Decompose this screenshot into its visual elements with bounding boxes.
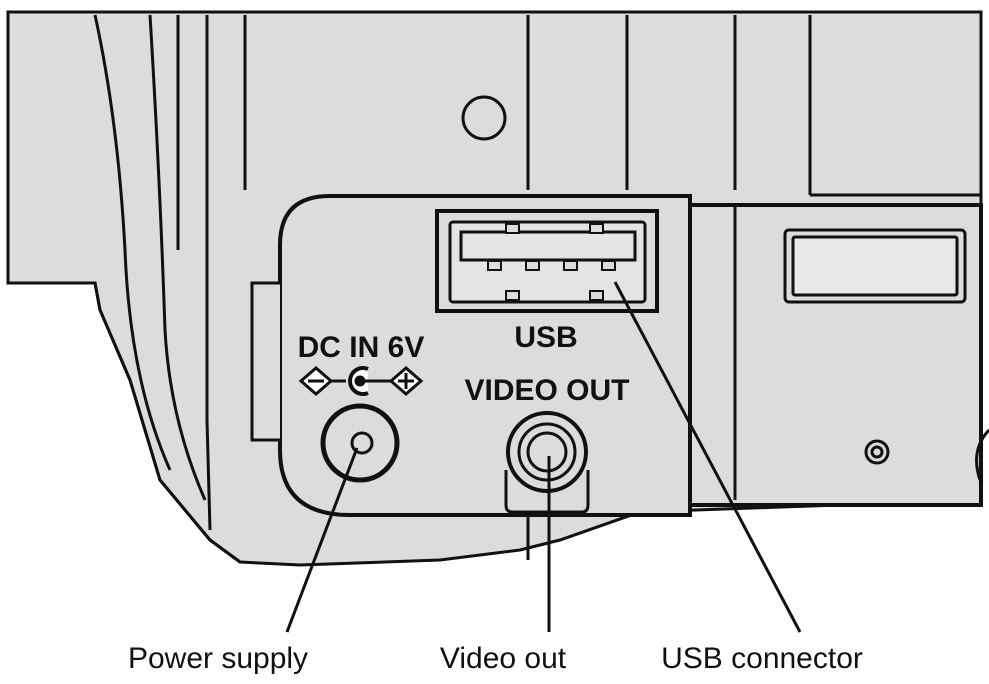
usb-label: USB	[514, 321, 577, 354]
usb-connector-leader	[613, 281, 802, 633]
power-supply-callout: Power supply	[128, 642, 308, 675]
polarity-symbol	[298, 366, 424, 396]
screw-hole	[461, 95, 507, 141]
leader-lines	[285, 281, 802, 633]
power-supply-leader	[285, 447, 359, 633]
usb-port	[435, 209, 659, 313]
usb-connector-callout: USB connector	[661, 642, 863, 675]
side-grip	[8, 14, 247, 564]
video-out-jack	[504, 411, 590, 560]
dc-in-jack	[320, 403, 400, 483]
right-cover	[688, 203, 989, 507]
video-out-callout: Video out	[440, 642, 567, 675]
hinge-tab	[250, 281, 280, 442]
dc-in-label: DC IN 6V	[298, 331, 425, 364]
video-out-label: VIDEO OUT	[464, 374, 629, 407]
panel-seams	[526, 15, 981, 197]
